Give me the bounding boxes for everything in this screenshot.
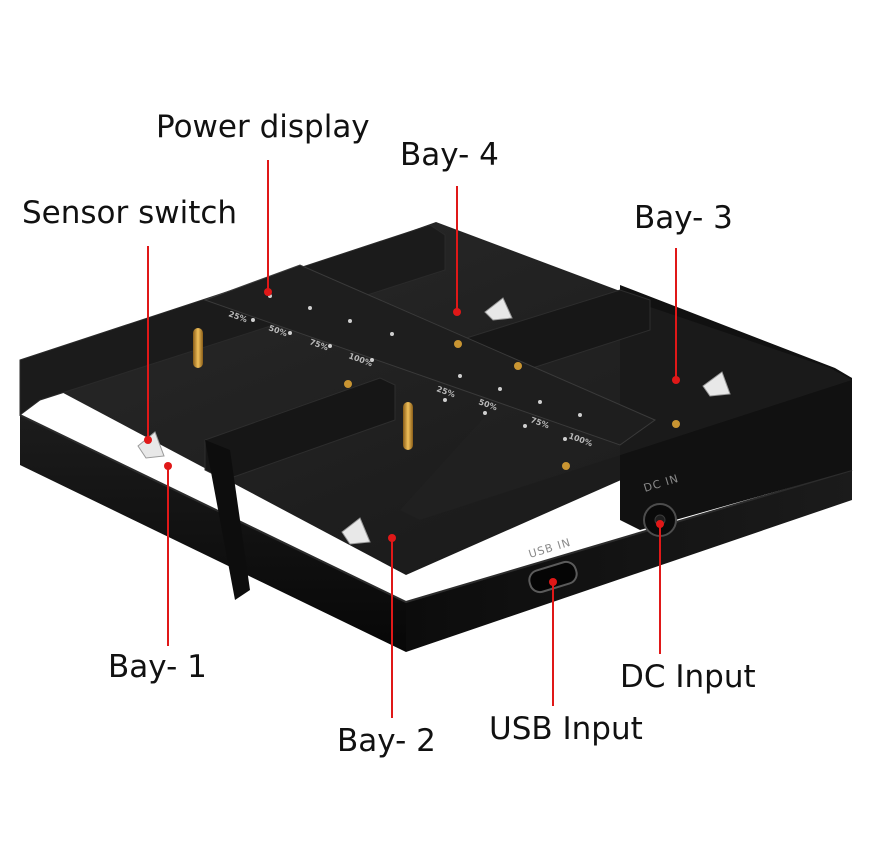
- led-indicators: [251, 294, 582, 441]
- dot-sensor-switch: [144, 436, 152, 444]
- center-divider-front: [205, 440, 250, 600]
- label-sensor-switch: Sensor switch: [22, 195, 238, 231]
- contact-pin-1: [344, 380, 352, 388]
- label-bay-2: Bay- 2: [337, 723, 436, 759]
- usb-port-opening: [528, 560, 578, 594]
- charging-contacts: [193, 328, 680, 470]
- dot-bay1: [164, 462, 172, 470]
- right-wall-top: [400, 290, 852, 520]
- label-bay-3: Bay- 3: [634, 200, 733, 236]
- sensor-switch-bay4: [484, 297, 513, 321]
- charger-body: [19, 222, 853, 652]
- dot-bay4: [453, 308, 461, 316]
- contact-bay1: [193, 328, 203, 368]
- contact-pin-5: [514, 362, 522, 370]
- top-rim: [19, 414, 853, 604]
- contact-pin-2: [562, 462, 570, 470]
- dot-usb: [549, 578, 557, 586]
- label-bay-1: Bay- 1: [108, 649, 207, 685]
- dot-dc: [656, 520, 664, 528]
- label-usb-input: USB Input: [489, 711, 643, 747]
- contact-pin-4: [454, 340, 462, 348]
- left-side-face: [20, 415, 406, 652]
- dot-bay3: [672, 376, 680, 384]
- callout-dots: [144, 288, 680, 586]
- label-bay-4: Bay- 4: [400, 137, 499, 173]
- contact-bay2: [403, 402, 413, 450]
- sensor-switch-bay3: [702, 371, 731, 397]
- center-divider: [204, 377, 396, 481]
- dot-power-display: [264, 288, 272, 296]
- label-power-display: Power display: [156, 109, 370, 145]
- callout-lines: [147, 160, 677, 718]
- back-left-wall: [19, 224, 446, 416]
- dot-bay2: [388, 534, 396, 542]
- right-side-face: [406, 470, 852, 652]
- sensor-switch-bay2: [341, 517, 371, 545]
- label-dc-input: DC Input: [620, 659, 756, 695]
- contact-pin-3: [672, 420, 680, 428]
